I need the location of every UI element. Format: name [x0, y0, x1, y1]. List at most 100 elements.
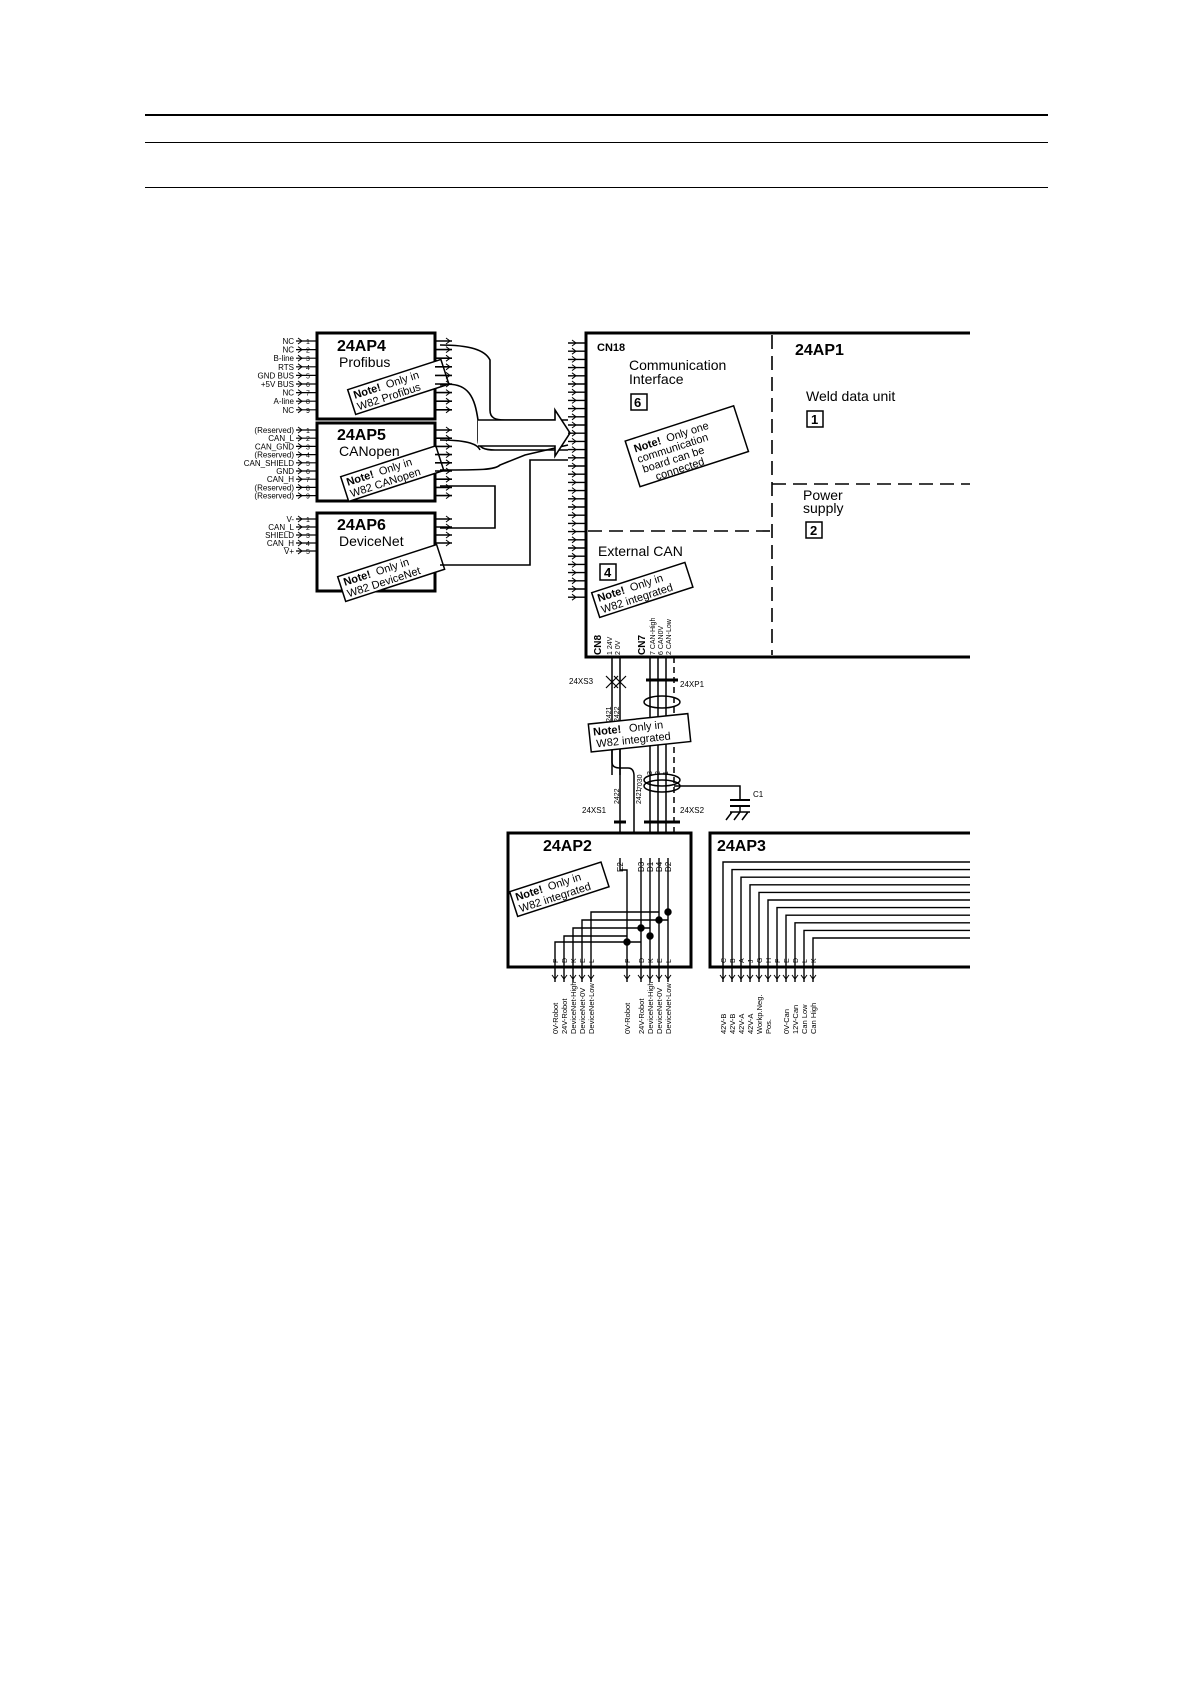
module-24ap5-title: 24AP5 [337, 427, 386, 444]
cn18-pin-mark-6 [571, 380, 577, 388]
cn18-pin-mark-10 [571, 413, 577, 421]
ap5-pin-number-9: 9 [306, 494, 310, 501]
svg-text:6: 6 [634, 395, 641, 410]
ap4-pin-mark-7 [297, 389, 303, 396]
ap3-mark-6 [764, 974, 772, 980]
comm-interface-line1: Communication [629, 357, 726, 373]
svg-text:4: 4 [604, 565, 612, 580]
ap3-wire-7 [776, 906, 970, 967]
ap4-pin-mark-9 [297, 406, 303, 414]
module-24ap6-subtitle: DeviceNet [339, 533, 404, 549]
cn8-pin-1: 1 24V [607, 636, 614, 655]
ap5-right-stub-mark-3 [445, 443, 451, 450]
cn18-pin-mark-14 [571, 446, 577, 453]
ap2-bottom-b-letter-4: E [657, 958, 664, 963]
cn7-label: CN7 [637, 635, 648, 655]
ap4-right-stub-mark-8 [445, 397, 451, 405]
wire-2421-top: 2421 [606, 706, 613, 722]
ap3-letter-9: D [793, 958, 800, 963]
ap4-pin-number-1: 1 [306, 339, 310, 346]
ap3-label-4: 42V-A [746, 1014, 755, 1034]
ap5-pin-number-5: 5 [306, 461, 310, 468]
ap2-bottom-a-mark-5 [587, 974, 595, 980]
ap2-bottom-a-mark-2 [560, 974, 568, 980]
ap5-pin-label-2: CAN_L [268, 434, 294, 443]
ap5-right-stub-mark-1 [445, 426, 451, 434]
cn18-pin-mark-12 [571, 429, 577, 437]
ap4-pin-label-5: GND BUS [258, 371, 294, 380]
comm-interface-line2: Interface [629, 371, 684, 387]
ap5-pin-label-7: CAN_H [267, 475, 294, 484]
ap3-mark-7 [773, 974, 781, 980]
ap3-letter-2: B [730, 958, 737, 963]
ap5-pin-mark-4 [297, 451, 303, 458]
module-24ap5-subtitle: CANopen [339, 443, 400, 459]
connector-24xs2: 24XS2 [680, 806, 705, 815]
cn8-label: CN8 [593, 635, 604, 655]
ap4-pin-label-4: RTS [278, 363, 294, 372]
cn18-pin-mark-4 [571, 364, 577, 371]
wire-2422-bottom: 2422 [614, 788, 621, 804]
ap5-pin-number-4: 4 [306, 453, 310, 460]
ap4-pin-label-9: NC [282, 406, 294, 415]
ap5-pin-number-3: 3 [306, 444, 310, 451]
module-24ap3-internal-wiring [722, 861, 970, 967]
ap3-letter-1: C [721, 958, 728, 963]
ap3-mark-9 [791, 974, 799, 980]
cn18-pin-mark-21 [571, 503, 577, 511]
ap5-pin-label-4: (Reserved) [254, 451, 294, 460]
wire-2422-top: 2422 [614, 706, 621, 722]
ap4-pin-mark-3 [297, 354, 303, 362]
cn18-pin-mark-26 [571, 544, 577, 552]
cn18-pin-mark-7 [571, 388, 577, 396]
cn18-pin-mark-23 [571, 520, 577, 527]
cn18-pin-mark-8 [571, 397, 577, 404]
power-supply-line2: supply [803, 500, 843, 516]
ap3-mark-10 [800, 974, 808, 980]
ap2-bottom-b-mark-1 [623, 974, 631, 980]
middle-wiring [605, 657, 750, 835]
ap4-right-stub-mark-3 [445, 354, 451, 362]
connector-24xp1: 24XP1 [680, 680, 705, 689]
ap5-right-stub-mark-7 [445, 475, 451, 483]
ap5-pin-label-3: CAN_GND [255, 442, 294, 451]
ap2-bottom-b-label-5: DeviceNet-Low [664, 983, 673, 1034]
cn18-pin-mark-19 [571, 487, 577, 494]
ap4-pin-number-9: 9 [306, 408, 310, 415]
ap5-pin-mark-5 [297, 459, 303, 467]
ap4-right-stub-mark-4 [445, 363, 451, 371]
ap5-pin-label-9: (Reserved) [254, 492, 294, 501]
ap3-mark-2 [728, 974, 736, 980]
ap3-label-10: Can Low [800, 1004, 809, 1034]
ap6-pin-mark-2 [297, 523, 303, 531]
power-supply-number: 2 [805, 521, 823, 539]
ap3-wire-11 [812, 937, 970, 967]
ap6-pin-mark-4 [297, 539, 303, 547]
cn18-pin-mark-13 [571, 438, 577, 445]
ap2-bottom-a-label-4: DeviceNet-0V [578, 988, 587, 1034]
cn7-pin-2: 2 CAN-Low [666, 618, 673, 655]
ap6-pin-label-4: CAN_H [267, 539, 294, 548]
ap3-wire-6 [767, 899, 970, 967]
ap2-bottom-b-mark-2 [637, 974, 645, 980]
ap4-pin-number-3: 3 [306, 356, 310, 363]
ap2-bottom-b-letter-1: F [625, 959, 632, 963]
ap5-pin-mark-9 [297, 492, 303, 499]
ap6-pin-number-4: 4 [306, 541, 310, 548]
ap3-wire-5 [758, 891, 970, 967]
ap6-pin-label-3: SHIELD [265, 531, 294, 540]
header-rule-bottom [145, 187, 1048, 188]
ap2-bottom-a-mark-4 [578, 974, 586, 980]
ap5-pin-mark-6 [297, 467, 303, 475]
ap4-pin-label-8: A-line [274, 397, 295, 406]
ap2-bottom-a-letter-2: D [562, 958, 569, 963]
ap5-pin-mark-7 [297, 475, 303, 483]
ap4-pin-label-3: B-line [274, 354, 295, 363]
ap5-right-stub-mark-6 [445, 467, 451, 475]
cn18-pin-mark-31 [571, 585, 577, 593]
header-rule-middle [145, 142, 1048, 143]
